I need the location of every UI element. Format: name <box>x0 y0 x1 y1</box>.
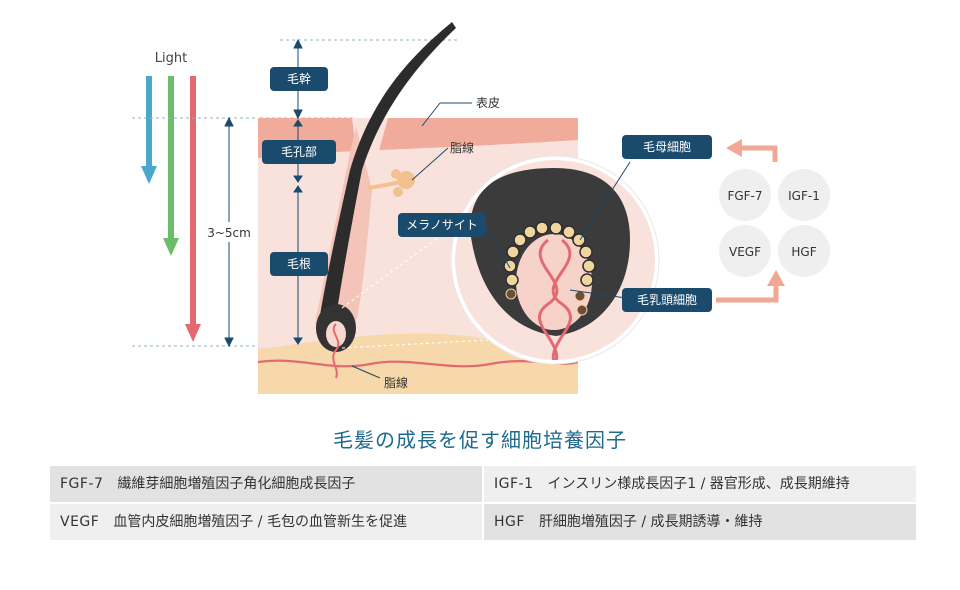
factor-desc: 肝細胞増殖因子 / 成長期誘導・維持 <box>538 514 763 530</box>
table-cell: FGF-7 繊維芽細胞増殖因子角化細胞成長因子 <box>50 466 482 502</box>
factor-table: FGF-7 繊維芽細胞増殖因子角化細胞成長因子 IGF-1 インスリン様成長因子1 … <box>50 466 916 540</box>
hair-follicle-diagram: Light <box>132 22 830 394</box>
factor-abbr: IGF-1 <box>494 476 534 492</box>
fat-layer-label: 脂線 <box>384 375 408 390</box>
hair-shaft <box>320 22 456 318</box>
factor-desc: 繊維芽細胞増殖因子角化細胞成長因子 <box>117 476 356 492</box>
melanocytes <box>505 288 588 316</box>
factor-desc: 血管内皮細胞増殖因子 / 毛包の血管新生を促進 <box>113 514 407 530</box>
melanocyte-label: メラノサイト <box>406 218 478 232</box>
factor-vegf: VEGF <box>729 245 761 259</box>
light-arrows <box>141 76 201 342</box>
factor-abbr: HGF <box>494 514 525 530</box>
factor-igf1: IGF-1 <box>788 189 820 203</box>
section-title: 毛髪の成長を促す細胞培養因子 <box>333 428 627 452</box>
sebaceous-gland-label: 脂線 <box>450 140 474 155</box>
light-label: Light <box>155 51 187 66</box>
matrix-cells <box>503 221 596 287</box>
factor-hgf: HGF <box>791 245 816 259</box>
epidermis-label: 表皮 <box>476 96 500 110</box>
hair-shaft-label: 毛幹 <box>287 71 311 86</box>
factor-circles: FGF-7 IGF-1 VEGF HGF <box>719 169 830 277</box>
table-cell: IGF-1 インスリン様成長因子1 / 器官形成、成長期維持 <box>484 466 916 502</box>
sebaceous-gland <box>367 169 415 197</box>
dermal-papilla-cell-label: 毛乳頭細胞 <box>637 293 697 307</box>
root-label: 毛根 <box>287 257 311 271</box>
factor-desc: インスリン様成長因子1 / 器官形成、成長期維持 <box>547 476 850 492</box>
factor-abbr: FGF-7 <box>60 476 104 492</box>
pore-label: 毛孔部 <box>281 144 317 159</box>
flow-arrows <box>716 145 779 303</box>
hair-matrix-cell-label: 毛母細胞 <box>643 140 691 154</box>
depth-label: 3~5cm <box>207 226 251 240</box>
table-cell: HGF 肝細胞増殖因子 / 成長期誘導・維持 <box>484 504 916 540</box>
table-cell: VEGF 血管内皮細胞増殖因子 / 毛包の血管新生を促進 <box>50 504 482 540</box>
factor-fgf7: FGF-7 <box>727 189 762 203</box>
factor-abbr: VEGF <box>60 514 100 530</box>
